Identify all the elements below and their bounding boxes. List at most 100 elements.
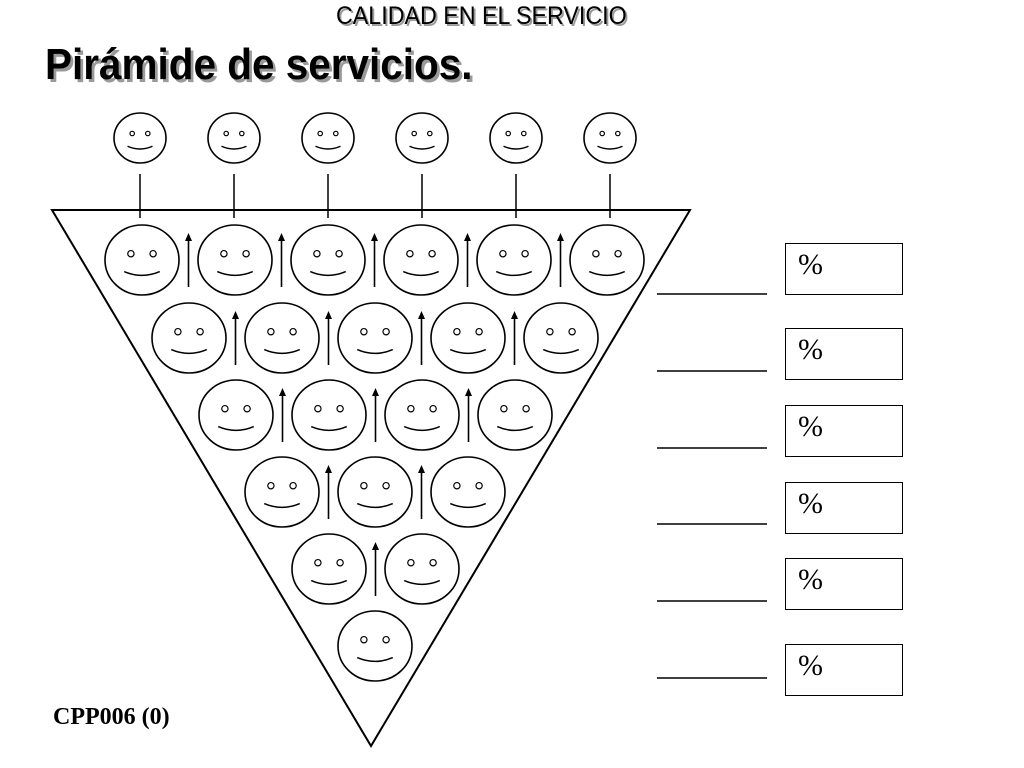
right-eye — [426, 130, 433, 137]
upward-arrow — [325, 311, 332, 365]
smile — [356, 502, 394, 509]
left-eye — [406, 249, 414, 258]
inverted-pyramid — [50, 209, 692, 748]
right-eye — [522, 404, 530, 413]
left-eye — [317, 130, 324, 137]
upward-arrow — [557, 233, 564, 287]
percent-sign: % — [798, 410, 823, 443]
right-eye — [475, 327, 483, 336]
face-outline — [301, 112, 355, 164]
customer-face — [113, 112, 167, 164]
percent-sign: % — [798, 248, 823, 281]
smile — [495, 270, 533, 277]
percent-sign: % — [798, 563, 823, 596]
face-outline — [197, 224, 273, 296]
right-eye — [520, 130, 527, 137]
right-eye — [196, 327, 204, 336]
right-eye — [289, 481, 297, 490]
face-outline — [337, 610, 413, 682]
face-outline — [583, 112, 637, 164]
staff-face — [244, 456, 320, 528]
left-eye — [174, 327, 182, 336]
face-outline — [523, 302, 599, 374]
left-eye — [505, 130, 512, 137]
smile — [263, 502, 301, 509]
left-eye — [221, 404, 229, 413]
smile — [123, 270, 161, 277]
smile — [356, 348, 394, 355]
smile — [356, 656, 394, 663]
staff-face — [384, 379, 460, 451]
face-outline — [198, 379, 274, 451]
upward-arrow — [372, 542, 379, 596]
staff-face — [290, 224, 366, 296]
upward-arrow — [465, 388, 472, 442]
right-eye — [568, 327, 576, 336]
right-eye — [238, 130, 245, 137]
smile — [217, 425, 255, 432]
left-eye — [360, 481, 368, 490]
customer-face — [395, 112, 449, 164]
staff-face — [337, 610, 413, 682]
smile — [449, 348, 487, 355]
right-eye — [336, 558, 344, 567]
smile — [597, 145, 623, 150]
right-eye — [242, 249, 250, 258]
face-outline — [395, 112, 449, 164]
left-eye — [127, 249, 135, 258]
face-outline — [383, 224, 459, 296]
upward-arrow — [511, 311, 518, 365]
smile — [542, 348, 580, 355]
face-outline — [430, 302, 506, 374]
document-code: CPP006 (0) — [53, 704, 170, 730]
staff-face — [337, 302, 413, 374]
smile — [496, 425, 534, 432]
left-eye — [220, 249, 228, 258]
staff-face — [197, 224, 273, 296]
left-eye — [223, 130, 230, 137]
face-outline — [430, 456, 506, 528]
smile — [221, 145, 247, 150]
right-eye — [614, 130, 621, 137]
right-eye — [614, 249, 622, 258]
face-outline — [337, 456, 413, 528]
left-eye — [314, 404, 322, 413]
face-outline — [151, 302, 227, 374]
section-header: CALIDAD EN EL SERVICIO — [336, 2, 627, 30]
smile — [170, 348, 208, 355]
customer-face — [207, 112, 261, 164]
face-outline — [489, 112, 543, 164]
right-eye — [332, 130, 339, 137]
face-outline — [244, 456, 320, 528]
smile — [403, 579, 441, 586]
smile — [127, 145, 153, 150]
smile — [403, 425, 441, 432]
staff-face — [569, 224, 645, 296]
right-eye — [429, 558, 437, 567]
staff-face — [291, 533, 367, 605]
right-eye — [289, 327, 297, 336]
right-eye — [521, 249, 529, 258]
left-eye — [267, 327, 275, 336]
staff-face — [244, 302, 320, 374]
left-eye — [360, 327, 368, 336]
percentage-box: % — [785, 405, 903, 457]
upward-arrow — [185, 233, 192, 287]
face-outline — [207, 112, 261, 164]
face-outline — [384, 533, 460, 605]
left-eye — [599, 130, 606, 137]
smile — [315, 145, 341, 150]
smile — [309, 270, 347, 277]
left-eye — [500, 404, 508, 413]
staff-face — [151, 302, 227, 374]
left-eye — [411, 130, 418, 137]
percentage-box: % — [785, 243, 903, 295]
smile — [449, 502, 487, 509]
left-eye — [407, 558, 415, 567]
face-outline — [291, 533, 367, 605]
staff-face — [384, 533, 460, 605]
staff-face — [477, 379, 553, 451]
left-eye — [360, 635, 368, 644]
face-outline — [290, 224, 366, 296]
